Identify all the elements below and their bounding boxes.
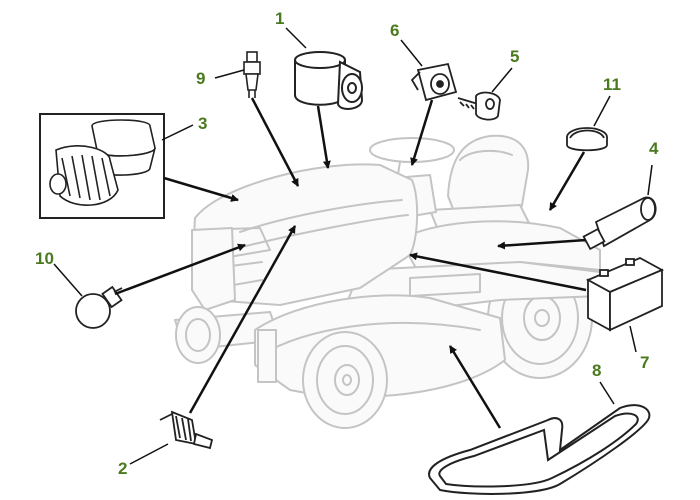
callout-connectors <box>53 27 653 465</box>
leader-3 <box>163 176 239 202</box>
fuel-cap-icon <box>566 127 608 152</box>
leader-6 <box>410 99 434 166</box>
deck-wheel <box>175 306 221 364</box>
spark-plug-icon <box>243 51 261 98</box>
leader-10 <box>114 243 246 296</box>
leader-11 <box>548 151 586 211</box>
leader-7 <box>409 252 587 292</box>
callout-number-1: 1 <box>275 9 285 28</box>
leader-2 <box>188 225 297 414</box>
callout-number-3: 3 <box>198 114 208 133</box>
headlight-bulb-icon <box>75 285 123 329</box>
battery-icon <box>585 257 665 332</box>
front-wheel <box>302 331 388 429</box>
callout-number-10: 10 <box>35 249 54 268</box>
mower-deck-belt-icon <box>428 404 651 495</box>
callout-number-4: 4 <box>649 139 659 158</box>
oil-filter-icon <box>294 51 364 110</box>
leader-1 <box>316 105 331 169</box>
callout-number-5: 5 <box>510 47 520 66</box>
callout-number-9: 9 <box>196 69 206 88</box>
grill <box>191 227 236 311</box>
ignition-key-icon <box>457 91 501 121</box>
air-filter-icon <box>39 113 165 219</box>
leader-9 <box>250 97 300 187</box>
callout-number-6: 6 <box>390 21 400 40</box>
leader-4 <box>497 238 587 250</box>
callout-number-11: 11 <box>603 75 621 94</box>
callout-number-2: 2 <box>118 459 128 478</box>
seat <box>429 134 531 236</box>
fuel-filter-icon <box>159 410 214 450</box>
tractor-illustration <box>174 134 601 429</box>
air-filter-cartridge-icon <box>582 196 657 251</box>
callout-number-7: 7 <box>640 353 650 372</box>
leader-8 <box>448 345 502 429</box>
callout-number-8: 8 <box>592 361 602 380</box>
leader-lines <box>114 97 587 429</box>
ignition-switch-icon <box>410 62 458 102</box>
